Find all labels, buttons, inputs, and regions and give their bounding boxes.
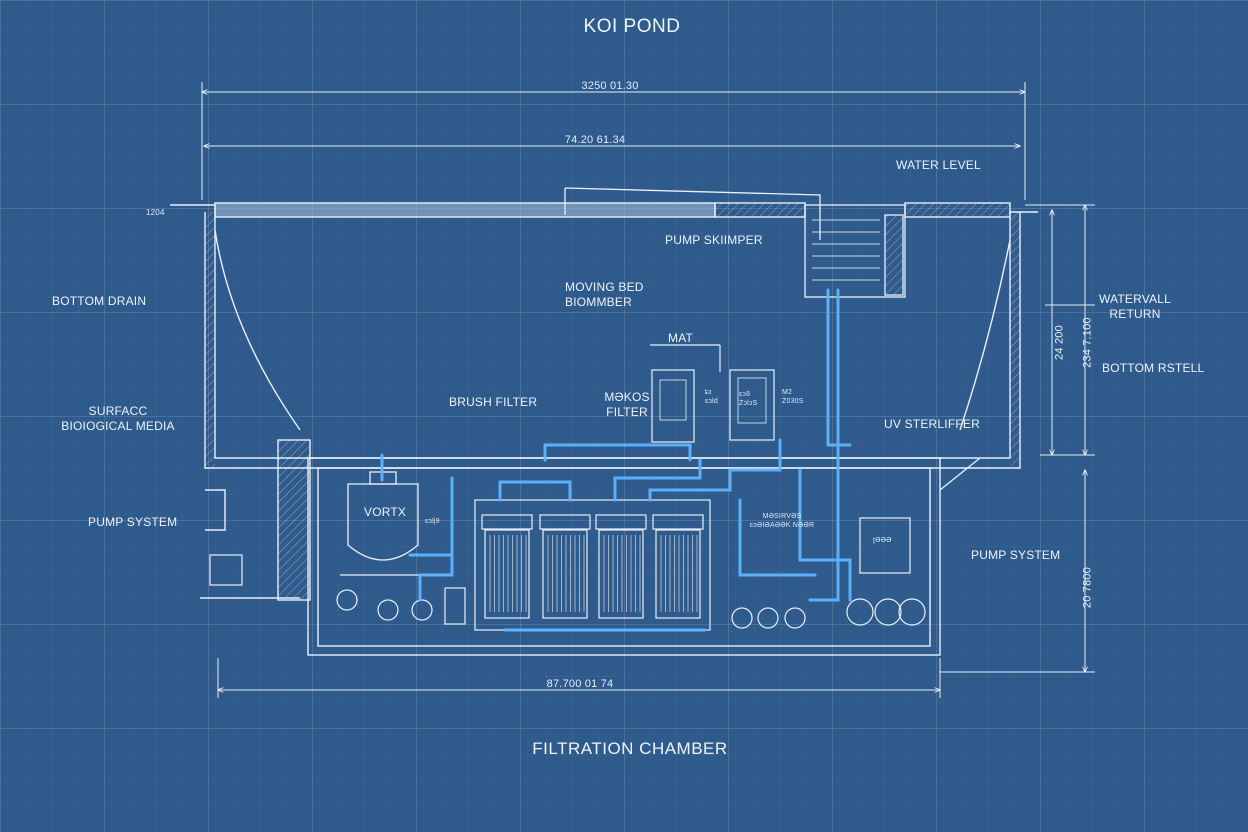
filter-canister bbox=[539, 514, 591, 619]
label-bottom-rstell: BOTTOM RSTELL bbox=[1102, 361, 1205, 375]
dim-top-inner: 74.20 61.34 bbox=[564, 134, 626, 146]
filtration-chamber bbox=[200, 439, 941, 656]
filter-canisters bbox=[474, 499, 711, 631]
label-pump-system-left: PUMP SYSTEM bbox=[88, 515, 178, 529]
pond-basin bbox=[170, 202, 1038, 491]
label-water-level: WATER LEVEL bbox=[896, 158, 981, 172]
small-label-e: MƏSIRVƏS ɛɔƏIƏAƏƏK NƏƏR bbox=[749, 513, 815, 529]
skimmer-box bbox=[564, 187, 906, 298]
filter-canister bbox=[595, 514, 647, 619]
label-surface-bio-media: SURFACC BIOIOGICAL MEDIA bbox=[61, 404, 175, 433]
label-mekos-filter: MƏKOS FILTER bbox=[604, 390, 650, 419]
diagram-subtitle: FILTRATION CHAMBER bbox=[532, 739, 728, 758]
label-brush-filter: BRUSH FILTER bbox=[449, 395, 538, 409]
filter-canister bbox=[481, 514, 533, 619]
pump-units bbox=[209, 517, 926, 629]
small-label-f: ʈƏƏƏ bbox=[873, 537, 892, 544]
small-label-c: M2 Ż030S bbox=[782, 389, 804, 405]
label-bottom-drain: BOTTOM DRAIN bbox=[52, 294, 147, 308]
label-mat: MAT bbox=[668, 331, 694, 345]
dimension-lines bbox=[202, 82, 1095, 698]
label-moving-bed: MOVING BED BIOMMBER bbox=[565, 280, 644, 309]
dim-bottom: 87.700 01 74 bbox=[546, 678, 614, 690]
label-uv-sterilizer: UV STERLIFFER bbox=[884, 417, 980, 431]
label-pump-system-right: PUMP SYSTEM bbox=[971, 548, 1061, 562]
dim-top-overall: 3250 01.30 bbox=[581, 80, 639, 92]
label-vortex: VORTX bbox=[364, 505, 407, 519]
diagram-title: KOI POND bbox=[583, 16, 681, 37]
dim-left-mark: 1204 bbox=[146, 208, 165, 217]
small-label-a: ɛɔlj9 bbox=[425, 518, 440, 525]
dim-right-upper-a: 24 200 bbox=[1053, 325, 1066, 360]
small-label-d: ɛɔ8 ŻɔlɔS bbox=[739, 391, 758, 407]
dim-right-lower: 20 7800 bbox=[1081, 566, 1094, 609]
water-pipes bbox=[380, 288, 852, 632]
upper-equipment bbox=[650, 344, 775, 443]
small-label-b: ȶɔ ɛɔld bbox=[705, 389, 718, 405]
label-waterfall-return: WATERVALL RETURN bbox=[1098, 292, 1172, 321]
label-pump-skimmer: PUMP SKIIMPER bbox=[665, 233, 763, 247]
filter-canister bbox=[652, 514, 704, 619]
dim-right-upper-b: 234 7.100 bbox=[1081, 317, 1094, 368]
